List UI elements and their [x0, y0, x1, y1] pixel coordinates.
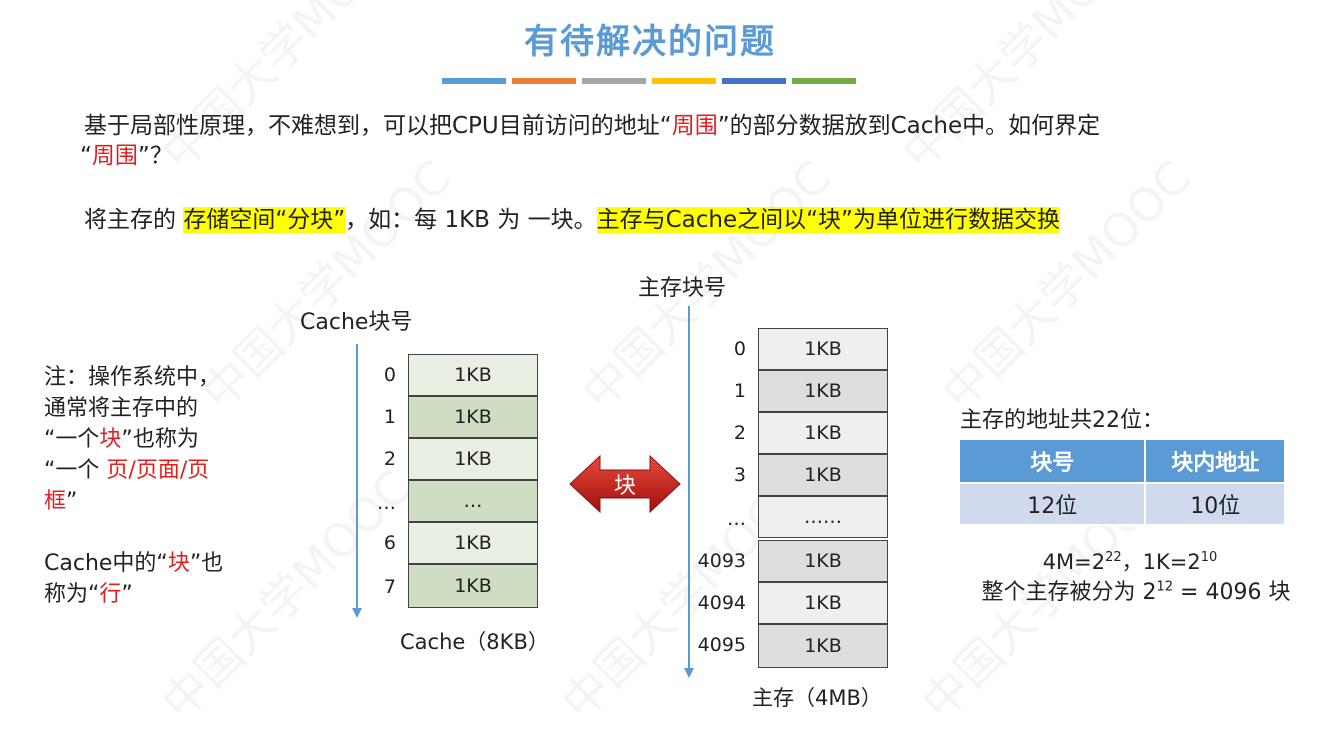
- memory-block: 1KB: [758, 582, 888, 624]
- table-header-row: 块号 块内地址: [957, 438, 1286, 484]
- color-bar: [512, 78, 576, 84]
- note-line: 注：操作系统中，: [44, 365, 221, 390]
- memory-block-number: …: [727, 508, 746, 530]
- memory-block: 1KB: [758, 328, 888, 370]
- memory-caption: 主存（4MB）: [752, 686, 882, 710]
- highlight-text: 主存与Cache之间以“块”为单位进行数据交换: [596, 207, 1060, 233]
- color-bar: [442, 78, 506, 84]
- memory-block-number: 4093: [697, 550, 746, 572]
- cache-axis-arrow: [352, 344, 362, 618]
- note-line: Cache中的“块”也: [44, 551, 224, 576]
- memory-block: 1KB: [758, 624, 888, 668]
- memory-block: 1KB: [758, 454, 888, 496]
- size-formula: 4M=222，1K=210: [1042, 550, 1218, 574]
- color-bar: [722, 78, 786, 84]
- cache-block: …: [408, 480, 538, 522]
- memory-block-number: 3: [733, 464, 746, 486]
- note-line: 通常将主存中的: [44, 396, 199, 421]
- highlight-text: 存储空间“分块”: [183, 207, 346, 233]
- cache-block: 1KB: [408, 522, 538, 564]
- note-line: 框”: [44, 489, 78, 514]
- cache-block: 1KB: [408, 396, 538, 438]
- memory-block-number: 4094: [697, 592, 746, 614]
- color-bar: [582, 78, 646, 84]
- column-header: 块号: [957, 438, 1147, 484]
- cache-block-number: 6: [383, 532, 396, 554]
- text: ”的部分数据放到Cache中。如何界定: [717, 113, 1101, 139]
- cache-heading: Cache块号: [300, 310, 413, 335]
- page-title: 有待解决的问题: [524, 22, 776, 62]
- text: 基于局部性原理，不难想到，可以把CPU目前访问的地址“: [84, 113, 672, 139]
- text: “: [80, 143, 92, 169]
- intro-paragraph: 基于局部性原理，不难想到，可以把CPU目前访问的地址“周围”的部分数据放到Cac…: [84, 106, 1100, 140]
- address-heading: 主存的地址共22位：: [960, 408, 1164, 433]
- memory-block: 1KB: [758, 370, 888, 412]
- table-row: 12位 10位: [957, 482, 1286, 526]
- intro-paragraph-line2: “周围”？: [80, 136, 173, 170]
- color-bar: [652, 78, 716, 84]
- color-bar: [792, 78, 856, 84]
- cache-block-number: 0: [383, 364, 396, 386]
- block-paragraph: 将主存的 存储空间“分块”，如：每 1KB 为 一块。主存与Cache之间以“块…: [84, 200, 1060, 234]
- cache-block-number: …: [377, 492, 396, 514]
- cache-blocks: 1KB 1KB 1KB … 1KB 1KB: [408, 354, 538, 608]
- memory-block: ……: [758, 496, 888, 538]
- cache-block: 1KB: [408, 564, 538, 608]
- cache-block-number: 1: [383, 406, 396, 428]
- column-header: 块内地址: [1144, 438, 1286, 484]
- text: ”？: [137, 143, 173, 169]
- arrow-label: 块: [613, 474, 636, 499]
- block-count: 整个主存被分为 212 = 4096 块: [981, 579, 1291, 605]
- os-note: 注：操作系统中， 通常将主存中的 “一个块”也称为 “一个 页/页面/页 框” …: [44, 362, 284, 610]
- memory-block-number: 0: [733, 338, 746, 360]
- memory-heading: 主存块号: [638, 276, 727, 301]
- text: 将主存的: [84, 207, 184, 233]
- memory-block-number: 4095: [697, 634, 746, 656]
- note-line: 称为“行”: [44, 582, 133, 607]
- address-format-table: 块号 块内地址 12位 10位: [957, 438, 1286, 526]
- memory-block-number: 2: [733, 422, 746, 444]
- note-line: “一个 页/页面/页: [44, 458, 210, 483]
- memory-block: 1KB: [758, 540, 888, 582]
- cache-block: 1KB: [408, 354, 538, 396]
- cache-caption: Cache（8KB）: [400, 630, 549, 654]
- cache-block-number: 7: [383, 576, 396, 598]
- memory-block-number: 1: [733, 380, 746, 402]
- cache-block-number: 2: [383, 448, 396, 470]
- emphasis-text: 周围: [91, 143, 138, 169]
- note-line: “一个块”也称为: [44, 427, 199, 452]
- table-cell: 12位: [957, 482, 1147, 526]
- double-arrow-icon: [569, 454, 681, 514]
- table-cell: 10位: [1144, 482, 1286, 526]
- cache-block: 1KB: [408, 438, 538, 480]
- memory-blocks: 1KB 1KB 1KB 1KB …… 1KB 1KB 1KB: [758, 328, 888, 668]
- memory-block: 1KB: [758, 412, 888, 454]
- text: ，如：每 1KB 为 一块。: [345, 207, 597, 233]
- emphasis-text: 周围: [671, 113, 718, 139]
- memory-axis-arrow: [684, 306, 694, 678]
